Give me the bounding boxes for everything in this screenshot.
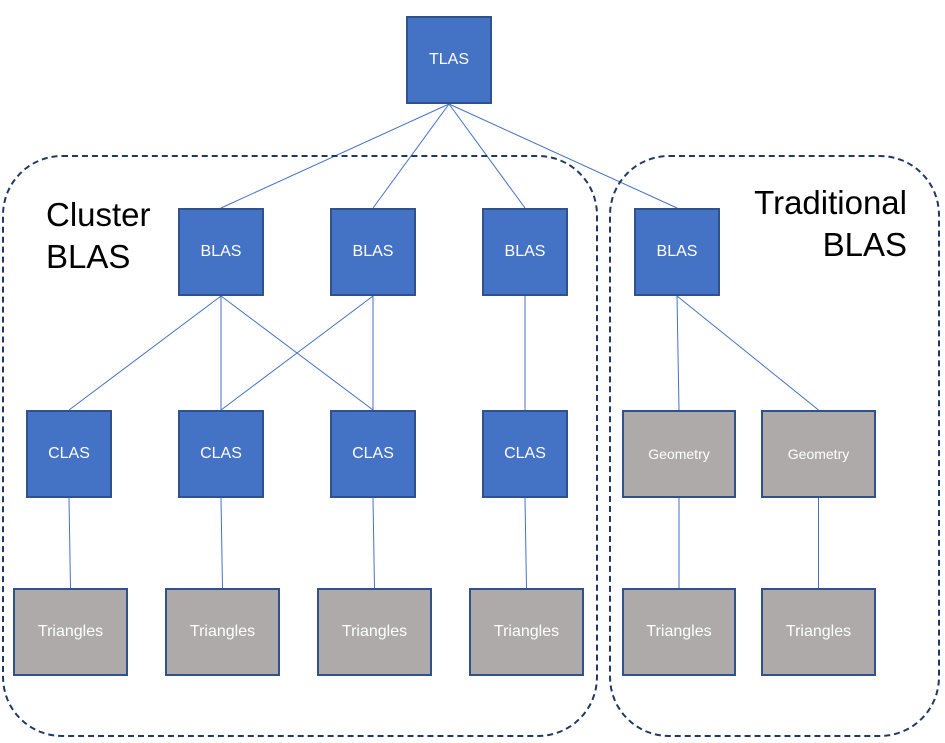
triangles-node: Triangles: [622, 588, 736, 676]
edge-clas_4-triangles_4: [524, 497, 527, 589]
edge-blas_4-geometry_1: [676, 295, 680, 411]
cluster-blas-label-line1: Cluster: [46, 196, 151, 233]
edge-clas_1-triangles_1: [68, 497, 71, 589]
blas-node: BLAS: [330, 208, 416, 296]
blas-node: BLAS: [634, 208, 720, 296]
blas-node: BLAS: [482, 208, 568, 296]
traditional-blas-label-line2: BLAS: [822, 226, 907, 263]
traditional-blas-label: Traditional BLAS: [754, 182, 907, 266]
clas-node: CLAS: [178, 410, 264, 498]
clas-node: CLAS: [482, 410, 568, 498]
clas-node: CLAS: [330, 410, 416, 498]
traditional-blas-group: [609, 155, 940, 737]
blas-node: BLAS: [178, 208, 264, 296]
triangles-node: Triangles: [13, 588, 128, 676]
triangles-node: Triangles: [761, 588, 876, 676]
traditional-blas-label-line1: Traditional: [754, 184, 907, 221]
edge-blas_2-clas_2: [220, 295, 374, 411]
clas-node: CLAS: [26, 410, 112, 498]
edge-blas_1-clas_1: [68, 295, 222, 411]
triangles-node: Triangles: [469, 588, 584, 676]
geometry-node: Geometry: [622, 410, 736, 498]
geometry-node: Geometry: [761, 410, 876, 498]
edge-blas_4-geometry_2: [676, 295, 819, 411]
cluster-blas-label-line2: BLAS: [46, 238, 131, 275]
edge-clas_3-triangles_3: [372, 497, 375, 589]
tlas-node: TLAS: [406, 16, 492, 104]
edge-clas_2-triangles_2: [220, 497, 223, 589]
triangles-node: Triangles: [165, 588, 280, 676]
triangles-node: Triangles: [317, 588, 432, 676]
cluster-blas-group: [2, 155, 598, 737]
cluster-blas-label: Cluster BLAS: [46, 194, 151, 278]
